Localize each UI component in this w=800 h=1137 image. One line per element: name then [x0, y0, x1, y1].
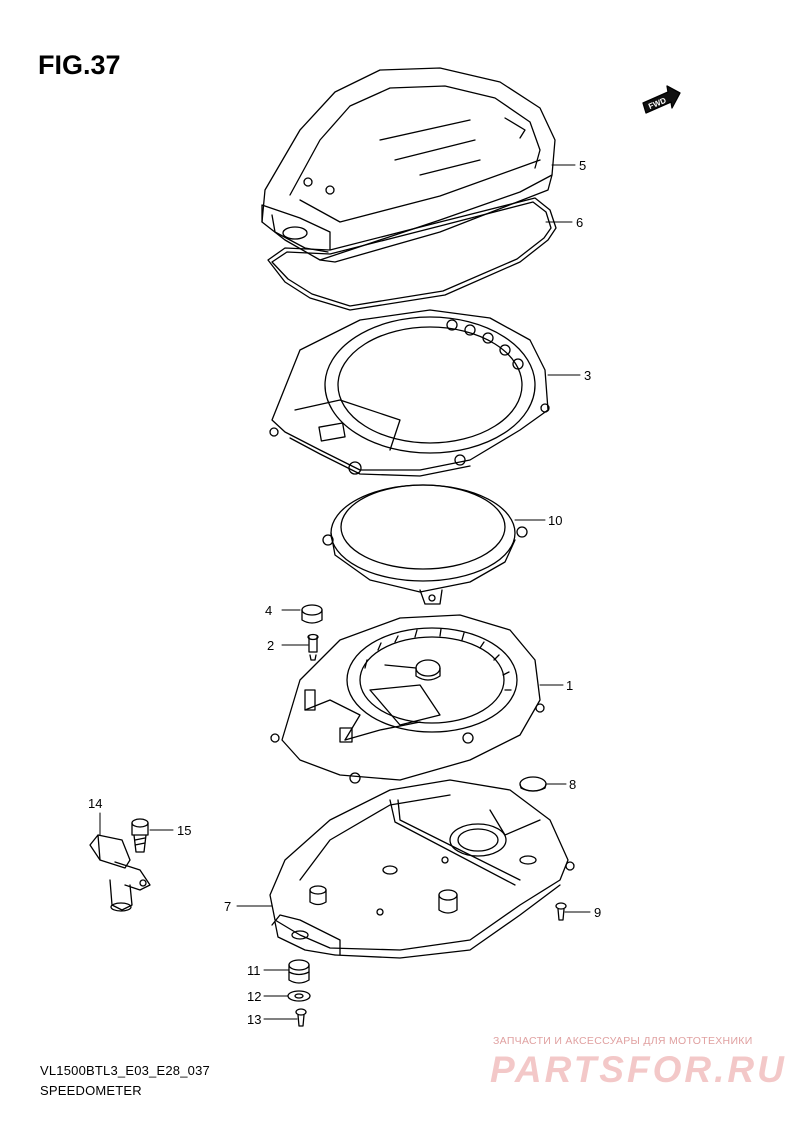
callout-9: 9 [594, 905, 601, 920]
callout-13: 13 [247, 1012, 261, 1027]
part-8-cap [519, 776, 547, 792]
callout-4: 4 [265, 603, 272, 618]
fwd-arrow-label: FWD [647, 96, 667, 111]
part-3-meter-housing [269, 309, 550, 477]
callout-2: 2 [267, 638, 274, 653]
callout-labels: 5 6 3 10 4 2 1 8 14 15 7 9 11 12 13 [88, 158, 601, 1027]
callout-11: 11 [247, 963, 261, 978]
part-7-lower-case [269, 779, 575, 959]
part-14-speed-sensor [89, 834, 151, 912]
part-5-meter-cover [261, 67, 556, 263]
callout-5: 5 [579, 158, 586, 173]
callout-3: 3 [584, 368, 591, 383]
callout-6: 6 [576, 215, 583, 230]
part-15-bolt [131, 818, 149, 853]
callout-8: 8 [569, 777, 576, 792]
callout-10: 10 [548, 513, 562, 528]
part-10-bezel-ring [322, 484, 528, 605]
part-6-gasket [267, 197, 557, 311]
model-code: VL1500BTL3_E03_E28_037 [40, 1063, 210, 1078]
part-12-washer [287, 990, 311, 1002]
callout-15: 15 [177, 823, 191, 838]
part-1-speedometer-assembly [270, 614, 545, 784]
part-11-grommet [288, 959, 310, 984]
callout-14: 14 [88, 796, 102, 811]
callout-1: 1 [566, 678, 573, 693]
part-2-screw [307, 633, 319, 661]
fwd-arrow-icon: FWD [642, 85, 681, 114]
watermark-tagline: ЗАПЧАСТИ И АКСЕССУАРЫ ДЛЯ МОТОТЕХНИКИ [493, 1035, 753, 1047]
leader-lines [99, 164, 591, 1020]
callout-7: 7 [224, 899, 231, 914]
watermark-logo: PARTSFOR.RU [490, 1049, 787, 1090]
part-9-screw [555, 902, 567, 921]
figure-title: FIG.37 [38, 50, 121, 80]
figure-caption: SPEEDOMETER [40, 1083, 142, 1098]
part-4-grommet [301, 604, 323, 624]
callout-12: 12 [247, 989, 261, 1004]
part-13-screw [295, 1008, 307, 1027]
